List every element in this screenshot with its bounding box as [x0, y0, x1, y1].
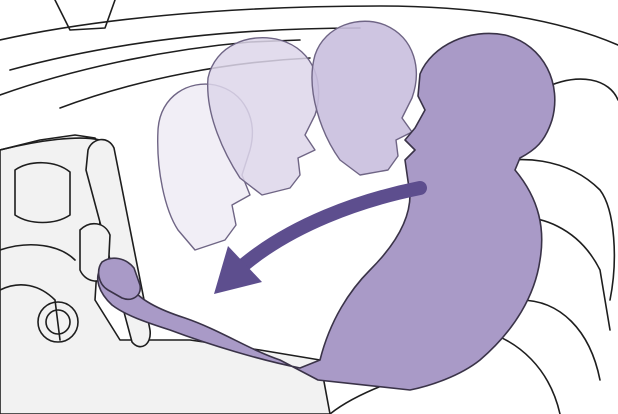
illustration-canvas	[0, 0, 618, 414]
crash-illustration	[0, 0, 618, 414]
